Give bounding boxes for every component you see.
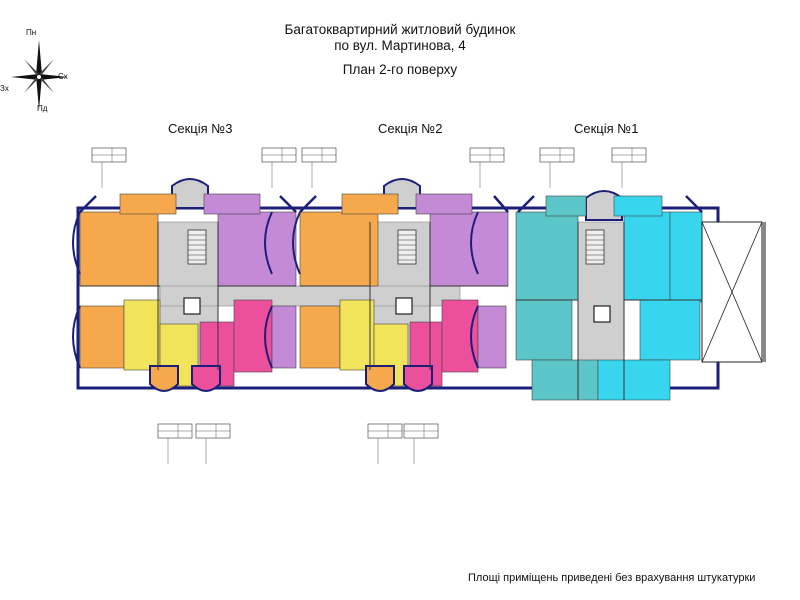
compass-icon — [11, 40, 68, 110]
apartment-room-15 — [339, 299, 375, 371]
compass-north: Пн — [26, 28, 37, 37]
apartment-room-20 — [515, 211, 579, 301]
elevator-0 — [183, 297, 201, 315]
apartment-room-2 — [217, 211, 297, 287]
apartment-room-13 — [415, 193, 473, 215]
apartment-room-21 — [545, 195, 587, 217]
stairwell-0 — [187, 229, 207, 265]
apartment-room-8 — [233, 299, 273, 373]
compass-south: Пд — [37, 104, 48, 113]
apartment-room-4 — [79, 305, 125, 369]
apartment-room-1 — [119, 193, 177, 215]
corridor-3 — [159, 285, 461, 307]
apartment-room-24 — [623, 211, 671, 301]
apartment-room-25 — [669, 211, 703, 303]
elevator-2 — [593, 305, 611, 323]
facade-curve-5 — [470, 211, 479, 275]
bay-window-0 — [171, 178, 209, 209]
apartment-room-26 — [613, 195, 663, 217]
compass-east: Сх — [58, 72, 68, 81]
apartment-room-9 — [271, 305, 297, 369]
stairwell-2 — [585, 229, 605, 265]
apartment-room-12 — [429, 211, 509, 287]
section-3-label: Секція №3 — [168, 121, 233, 136]
lower-bay-1 — [191, 365, 221, 392]
apartment-room-22 — [515, 299, 573, 361]
facade-curve-1 — [72, 305, 81, 369]
corner-wall-5 — [685, 195, 703, 213]
corner-wall-3 — [493, 195, 509, 213]
section-2-label: Секція №2 — [378, 121, 443, 136]
lower-bay-2 — [365, 365, 395, 392]
apartment-room-27 — [639, 299, 701, 361]
apartment-room-19 — [477, 305, 507, 369]
apartment-room-11 — [341, 193, 399, 215]
building-address: по вул. Мартинова, 4 — [334, 38, 466, 53]
terrace-rail — [762, 222, 766, 362]
lower-bay-3 — [403, 365, 433, 392]
facade-curve-3 — [264, 305, 273, 369]
floor-plan-title: План 2-го поверху — [342, 62, 458, 77]
apartment-room-3 — [203, 193, 261, 215]
terrace-diagonal-2 — [701, 221, 763, 363]
apartment-room-18 — [441, 299, 479, 373]
apartment-room-0 — [79, 211, 159, 287]
section-1-label: Секція №1 — [574, 121, 639, 136]
corner-wall-4 — [517, 195, 535, 213]
facade-curve-2 — [264, 211, 273, 275]
apartment-room-28 — [597, 359, 671, 401]
facade-curve-6 — [470, 305, 479, 369]
footnote: Площі приміщень приведені без врахування… — [468, 572, 756, 584]
facade-curve-0 — [72, 211, 81, 275]
apartment-room-23 — [531, 359, 599, 401]
compass-west: Зх — [0, 84, 9, 93]
apartment-room-10 — [299, 211, 379, 287]
facade-curve-4 — [292, 211, 301, 275]
corner-wall-2 — [299, 195, 317, 213]
corner-wall-1 — [279, 195, 297, 213]
corner-wall-0 — [79, 195, 97, 213]
lower-bay-0 — [149, 365, 179, 392]
elevator-1 — [395, 297, 413, 315]
apartment-room-5 — [123, 299, 161, 371]
building-title: Багатоквартирний житловий будинок — [284, 22, 516, 37]
apartment-room-14 — [299, 305, 341, 369]
stairwell-1 — [397, 229, 417, 265]
